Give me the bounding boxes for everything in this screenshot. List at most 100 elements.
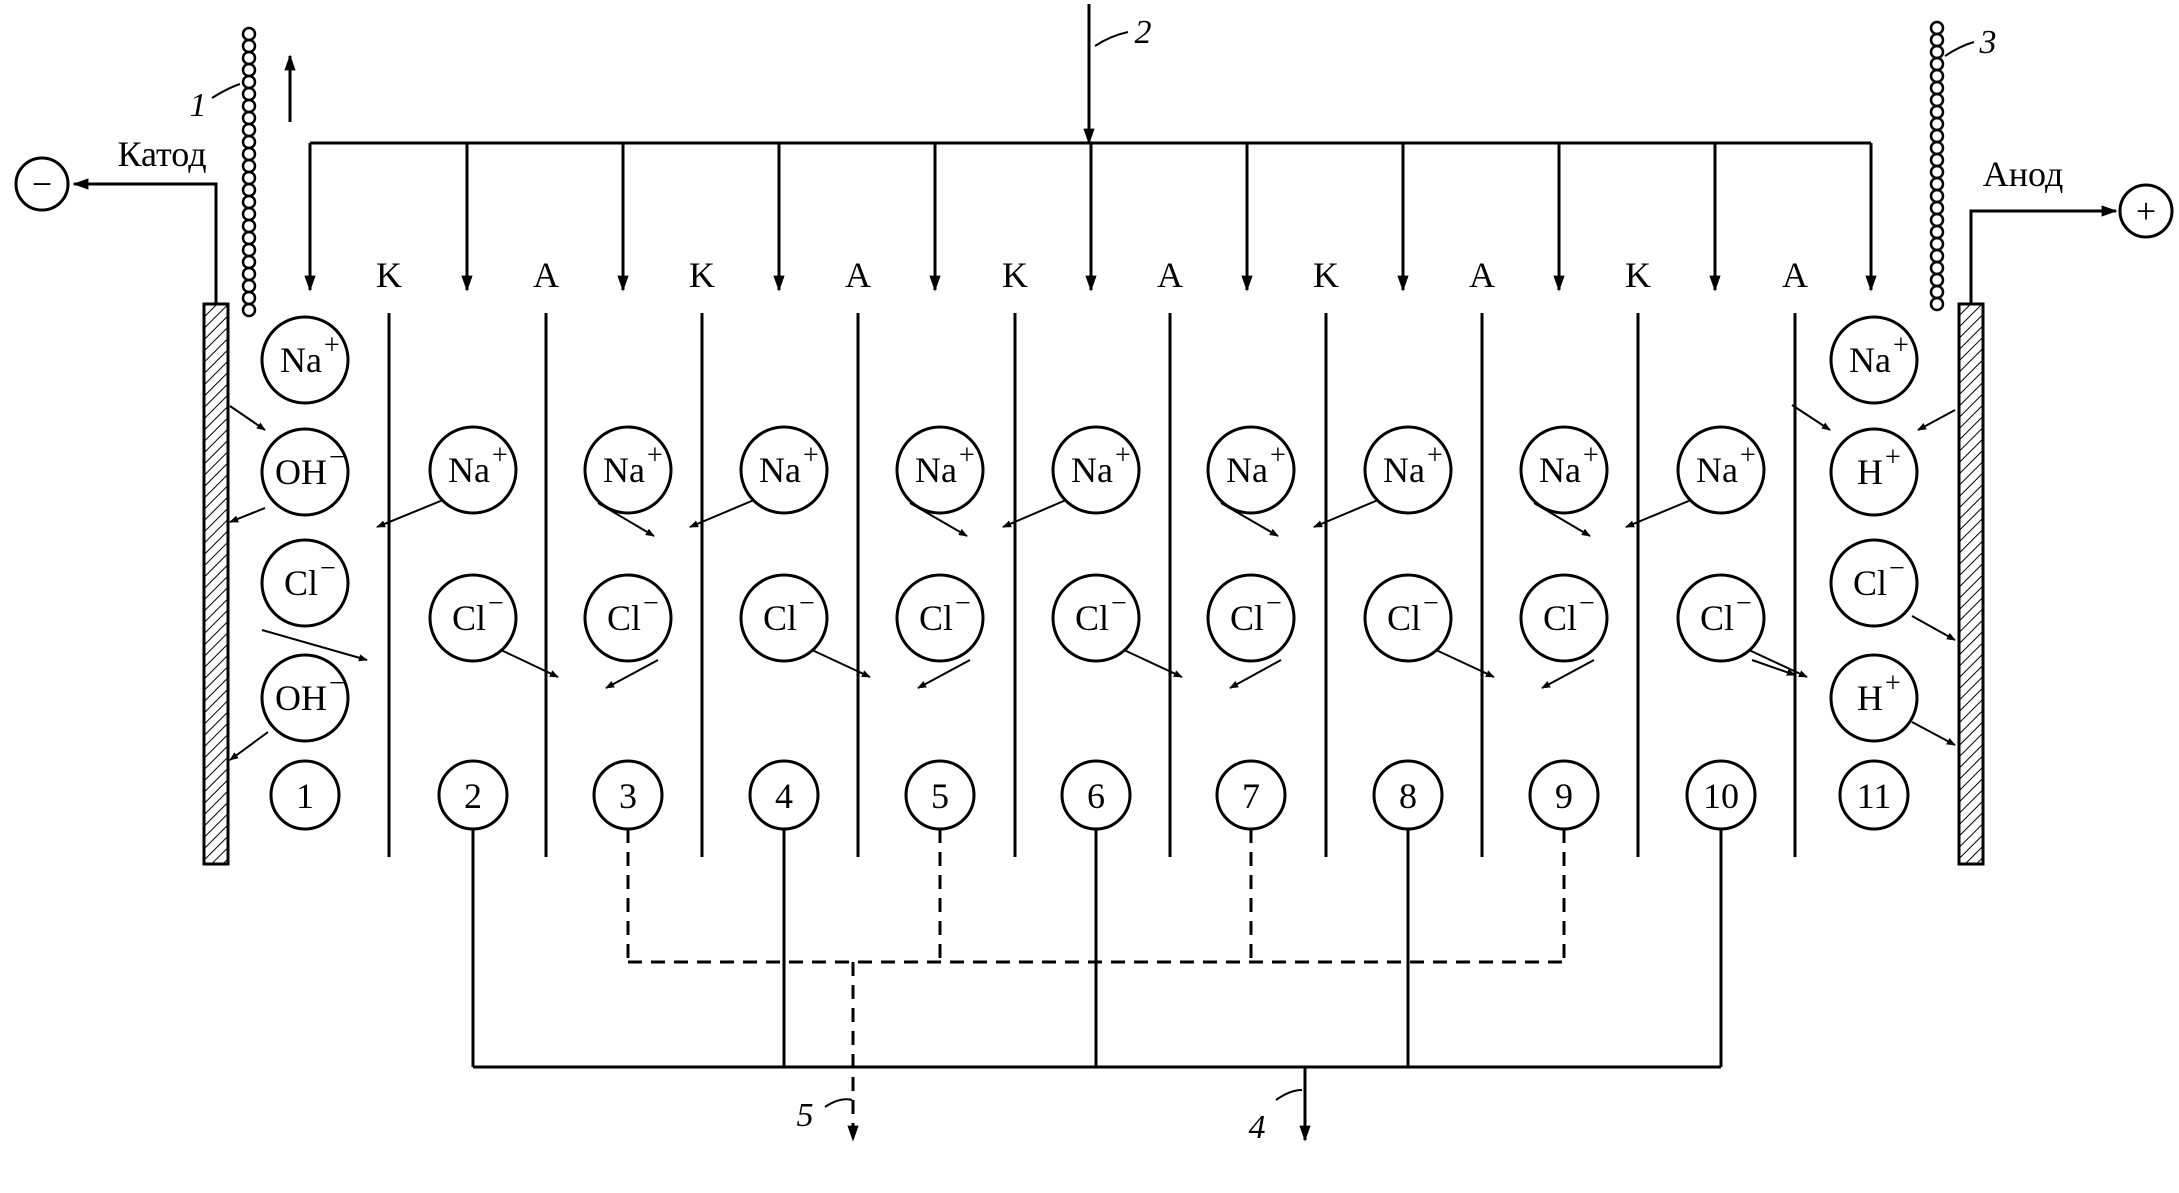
- ion-na: Na+: [1051, 425, 1141, 515]
- coil-loop: [1929, 44, 1945, 60]
- ion-cl: Cl−: [1363, 573, 1453, 663]
- ion-na: Na+: [739, 425, 829, 515]
- coil-loop: [241, 194, 257, 210]
- callout-3-label: 3: [1979, 24, 1997, 61]
- coil-loop: [241, 206, 257, 222]
- migration-arrow: [229, 507, 266, 523]
- ion-label: H: [1857, 452, 1883, 492]
- ion-label: Na: [280, 340, 322, 380]
- migration-arrow: [1220, 502, 1279, 537]
- ion-charge: −: [1423, 588, 1439, 619]
- coil-loop: [1929, 188, 1945, 204]
- migration-arrow: [229, 405, 266, 431]
- ion-na: Na+: [1829, 315, 1919, 405]
- ion-charge: +: [1893, 330, 1909, 361]
- chamber-number-label: 11: [1857, 776, 1892, 816]
- coil-loop: [1929, 32, 1945, 48]
- ion-label: Cl: [1543, 598, 1577, 638]
- ion-oh: OH−: [260, 653, 350, 743]
- ion-charge: +: [1885, 442, 1901, 473]
- coil-loop: [1929, 200, 1945, 216]
- ion-cl: Cl−: [1829, 538, 1919, 628]
- migration-arrow: [1911, 615, 1956, 641]
- chamber-number-label: 6: [1087, 776, 1105, 816]
- cathode-lead: [72, 178, 218, 304]
- ion-cl: Cl−: [260, 538, 350, 628]
- ion-cl: Cl−: [1206, 573, 1296, 663]
- chamber-number-label: 4: [775, 776, 793, 816]
- coil-loop: [241, 242, 257, 258]
- chamber-number-label: 1: [296, 776, 314, 816]
- ion-cl: Cl−: [1519, 573, 1609, 663]
- coil-loop: [1929, 296, 1945, 312]
- membrane-label: K: [1313, 255, 1339, 295]
- callout-5: 5: [797, 1097, 853, 1134]
- chamber-number-label: 3: [619, 776, 637, 816]
- membrane-label: A: [845, 255, 871, 295]
- callout-1: 1: [190, 83, 241, 124]
- ion-charge: −: [1266, 588, 1282, 619]
- coil-loop: [241, 98, 257, 114]
- chamber-number-5: 5: [904, 759, 976, 831]
- ion-label: Cl: [284, 563, 318, 603]
- ion-label: Cl: [607, 598, 641, 638]
- cathode-sign: −: [32, 164, 52, 204]
- ion-charge: +: [1885, 668, 1901, 699]
- chamber-number-7: 7: [1215, 759, 1287, 831]
- callout-4-label: 4: [1249, 1109, 1266, 1146]
- ion-charge: −: [955, 588, 971, 619]
- ion-cl: Cl−: [1051, 573, 1141, 663]
- ion-na: Na+: [583, 425, 673, 515]
- ion-label: Cl: [452, 598, 486, 638]
- ion-na: Na+: [260, 315, 350, 405]
- migration-arrow: [1123, 649, 1183, 678]
- ion-h: H+: [1829, 427, 1919, 517]
- migration-arrow: [1751, 659, 1796, 676]
- migration-arrow: [1313, 499, 1379, 528]
- coil-loop: [241, 290, 257, 306]
- coil-loop: [1929, 56, 1945, 72]
- chamber-number-8: 8: [1372, 759, 1444, 831]
- ion-charge: +: [492, 440, 508, 471]
- coil-loop: [241, 170, 257, 186]
- coil-loop: [241, 230, 257, 246]
- coil-loop: [241, 38, 257, 54]
- ion-label: Na: [915, 450, 957, 490]
- membrane-label: A: [533, 255, 559, 295]
- callout-4: 4: [1249, 1089, 1303, 1146]
- migration-arrow: [1791, 404, 1831, 431]
- coil-loop: [1929, 248, 1945, 264]
- callout-2: 2: [1094, 14, 1152, 51]
- coil-loop: [241, 302, 257, 318]
- coil-loop: [241, 158, 257, 174]
- cathode-gas-coil: [241, 26, 257, 318]
- migration-arrow: [689, 499, 755, 528]
- membrane-label: A: [1469, 255, 1495, 295]
- coil-loop: [241, 26, 257, 42]
- ion-charge: +: [324, 330, 340, 361]
- migration-arrow: [909, 502, 968, 537]
- ion-na: Na+: [428, 425, 518, 515]
- coil-loop: [1929, 212, 1945, 228]
- coil-loop: [241, 134, 257, 150]
- ion-layer: Na+OH−Cl−OH−Na+Cl−Na+Cl−Na+Cl−Na+Cl−Na+C…: [260, 315, 1919, 743]
- ion-na: Na+: [1363, 425, 1453, 515]
- ion-charge: −: [1111, 588, 1127, 619]
- coil-loop: [241, 86, 257, 102]
- chamber-number-label: 9: [1555, 776, 1573, 816]
- ion-label: Cl: [1853, 563, 1887, 603]
- ion-charge: −: [643, 588, 659, 619]
- ion-charge: +: [803, 440, 819, 471]
- ion-label: Na: [448, 450, 490, 490]
- ion-cl: Cl−: [428, 573, 518, 663]
- ion-charge: −: [320, 553, 336, 584]
- ion-na: Na+: [1676, 425, 1766, 515]
- ion-charge: +: [1583, 440, 1599, 471]
- coil-loop: [1929, 152, 1945, 168]
- coil-loop: [1929, 68, 1945, 84]
- membrane-label: K: [1002, 255, 1028, 295]
